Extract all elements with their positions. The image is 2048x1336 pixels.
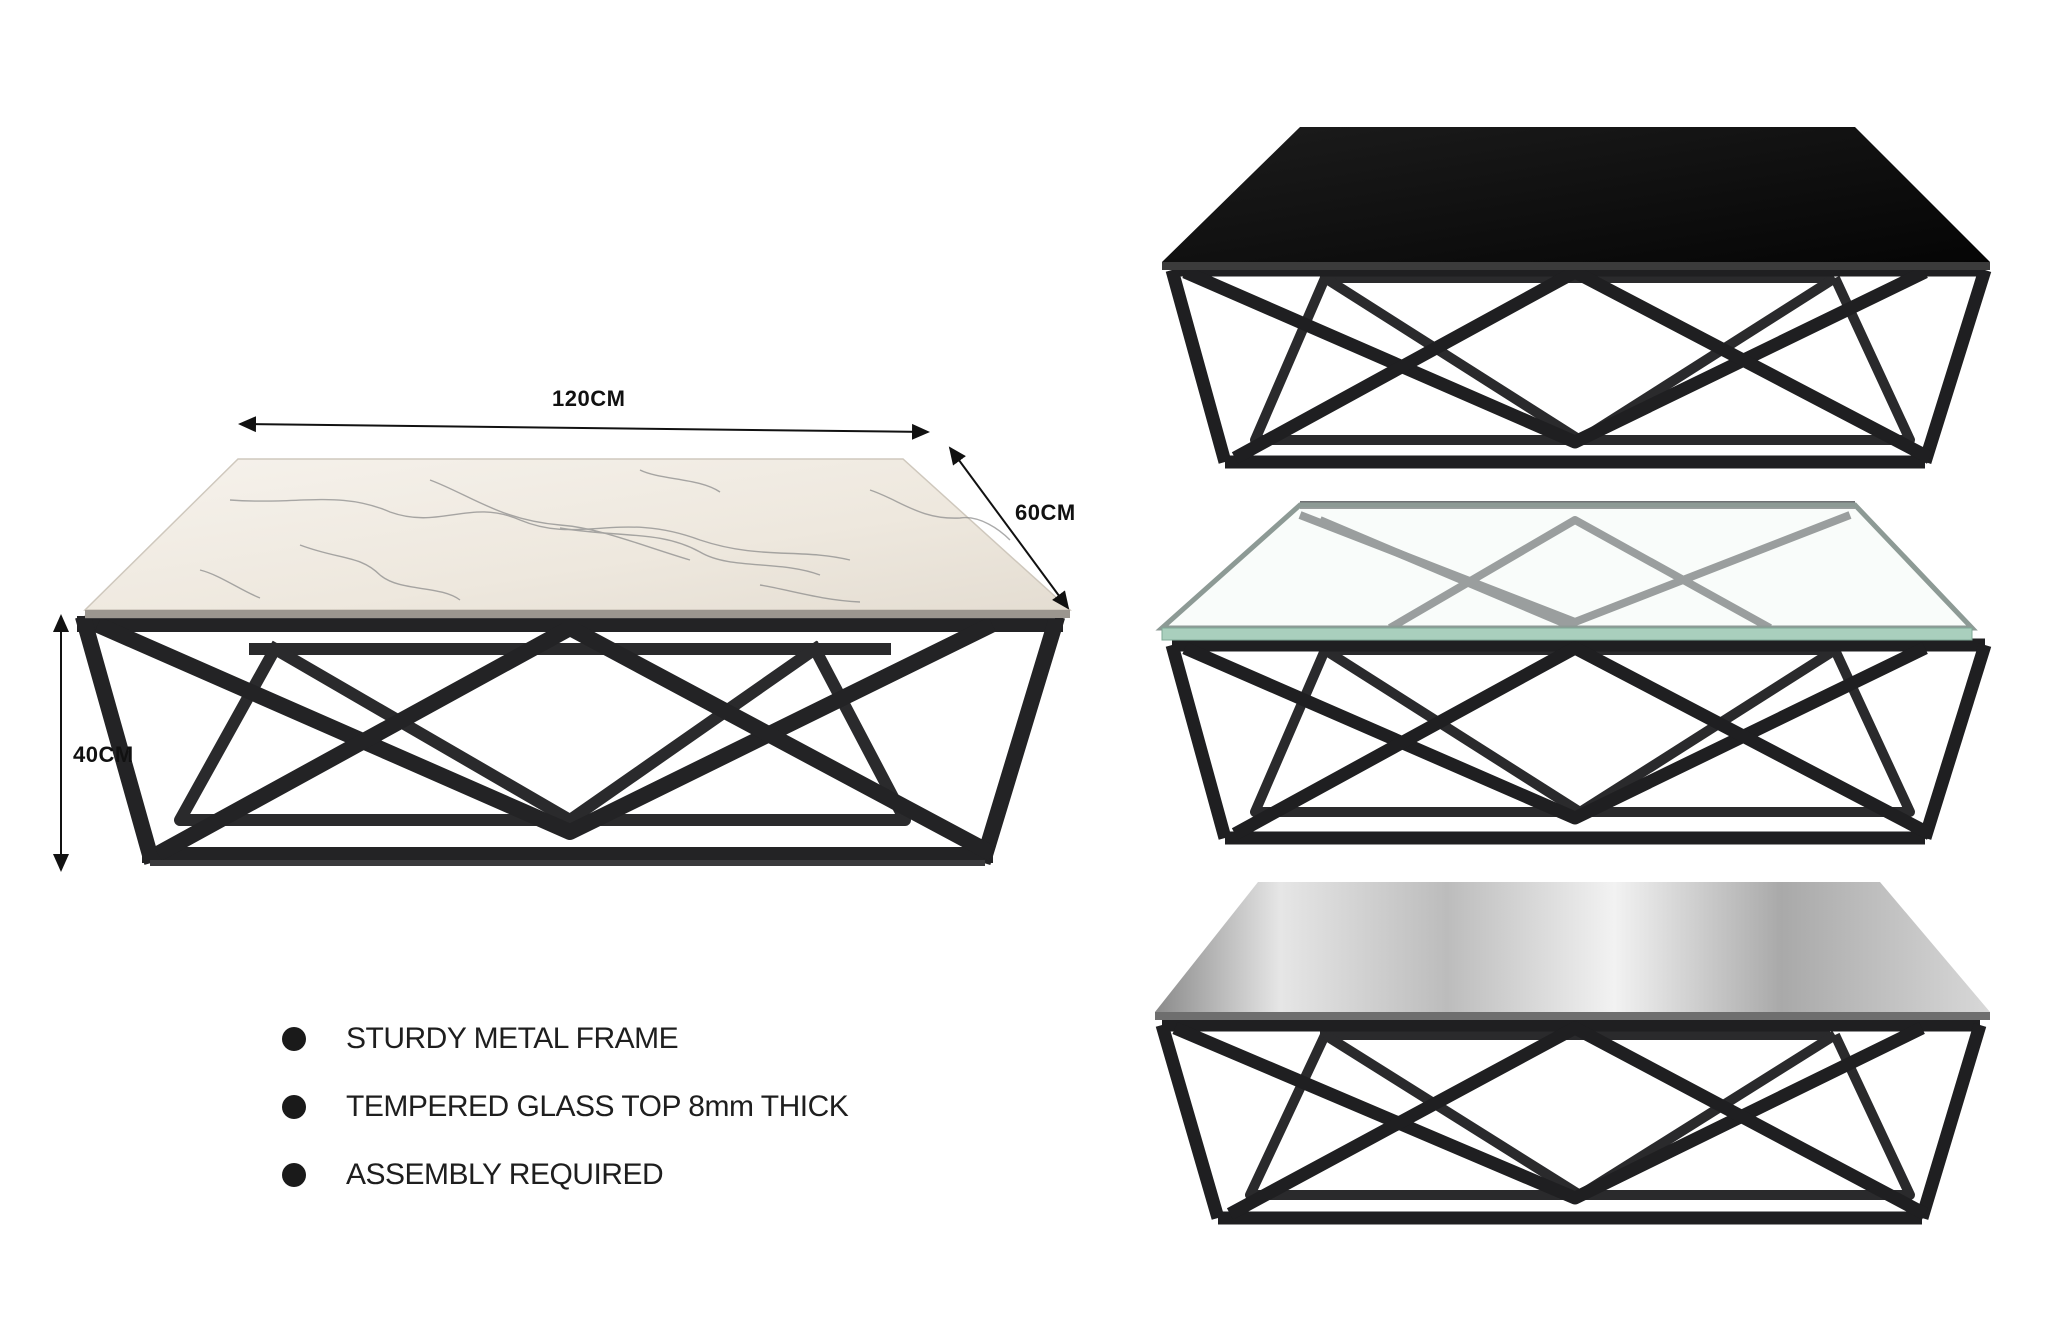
- dimension-width-label: 120CM: [552, 386, 626, 411]
- variant-clear-glass-top: [1155, 501, 1992, 845]
- feature-list: STURDY METAL FRAME TEMPERED GLASS TOP 8m…: [282, 1022, 849, 1226]
- main-table: [53, 416, 1072, 872]
- bullet-icon: [282, 1027, 306, 1051]
- feature-text: TEMPERED GLASS TOP 8mm THICK: [346, 1090, 849, 1123]
- feature-text: STURDY METAL FRAME: [346, 1022, 679, 1055]
- variant-black-top: [1162, 127, 1992, 469]
- list-item: ASSEMBLY REQUIRED: [282, 1158, 848, 1192]
- bullet-icon: [282, 1163, 306, 1187]
- list-item: TEMPERED GLASS TOP 8mm THICK: [282, 1090, 849, 1124]
- variant-mirror-top: [1155, 882, 1990, 1225]
- bullet-icon: [282, 1095, 306, 1119]
- feature-text: ASSEMBLY REQUIRED: [346, 1158, 664, 1191]
- dimension-height-label: 40CM: [73, 742, 134, 767]
- dimension-depth-label: 60CM: [1015, 500, 1076, 525]
- list-item: STURDY METAL FRAME: [282, 1022, 848, 1056]
